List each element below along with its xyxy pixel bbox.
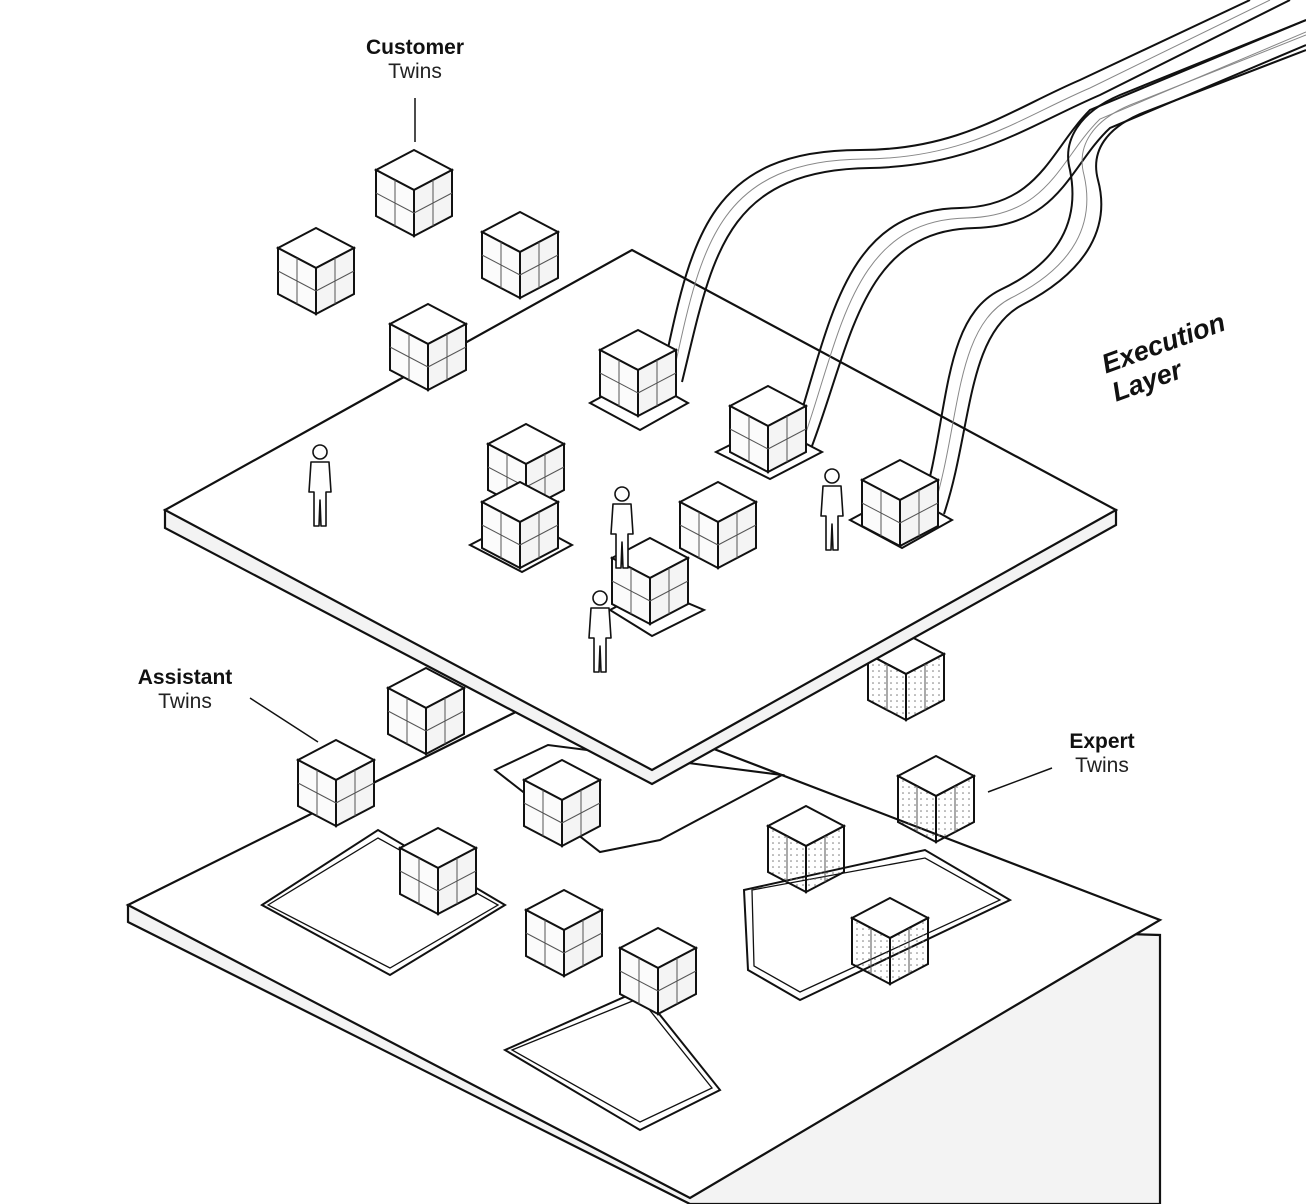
expert-cube: [897, 755, 975, 843]
expert-leader-line: [987, 767, 1053, 793]
execution-cube: [481, 481, 559, 569]
execution-cube: [861, 459, 939, 547]
customer-cube: [481, 211, 559, 299]
execution-cube: [679, 481, 757, 569]
expert-label-title: Expert: [1069, 730, 1135, 753]
expert-label-subtitle: Twins: [1075, 754, 1129, 778]
assistant-twins-label: Assistant Twins: [115, 666, 255, 714]
assistant-label-subtitle: Twins: [158, 690, 212, 714]
execution-cube: [729, 385, 807, 473]
assistant-cube: [387, 667, 465, 755]
customer-cube: [277, 227, 355, 315]
assistant-cube: [523, 759, 601, 847]
customer-label-subtitle: Twins: [388, 60, 442, 84]
execution-ribbons: [659, 0, 1306, 515]
assistant-cube: [525, 889, 603, 977]
expert-cube: [851, 897, 929, 985]
assistant-cube: [619, 927, 697, 1015]
assistant-cube: [399, 827, 477, 915]
customer-cube: [375, 149, 453, 237]
customer-label-title: Customer: [365, 36, 465, 59]
assistant-cube: [297, 739, 375, 827]
customer-twins-label: Customer Twins: [340, 36, 490, 84]
assistant-leader-line: [249, 697, 319, 743]
expert-twins-label: Expert Twins: [1042, 730, 1162, 778]
execution-cube: [599, 329, 677, 417]
upper-plate: [162, 248, 1119, 786]
assistant-label-title: Assistant: [137, 666, 233, 689]
expert-cube: [767, 805, 845, 893]
customer-cube: [389, 303, 467, 391]
